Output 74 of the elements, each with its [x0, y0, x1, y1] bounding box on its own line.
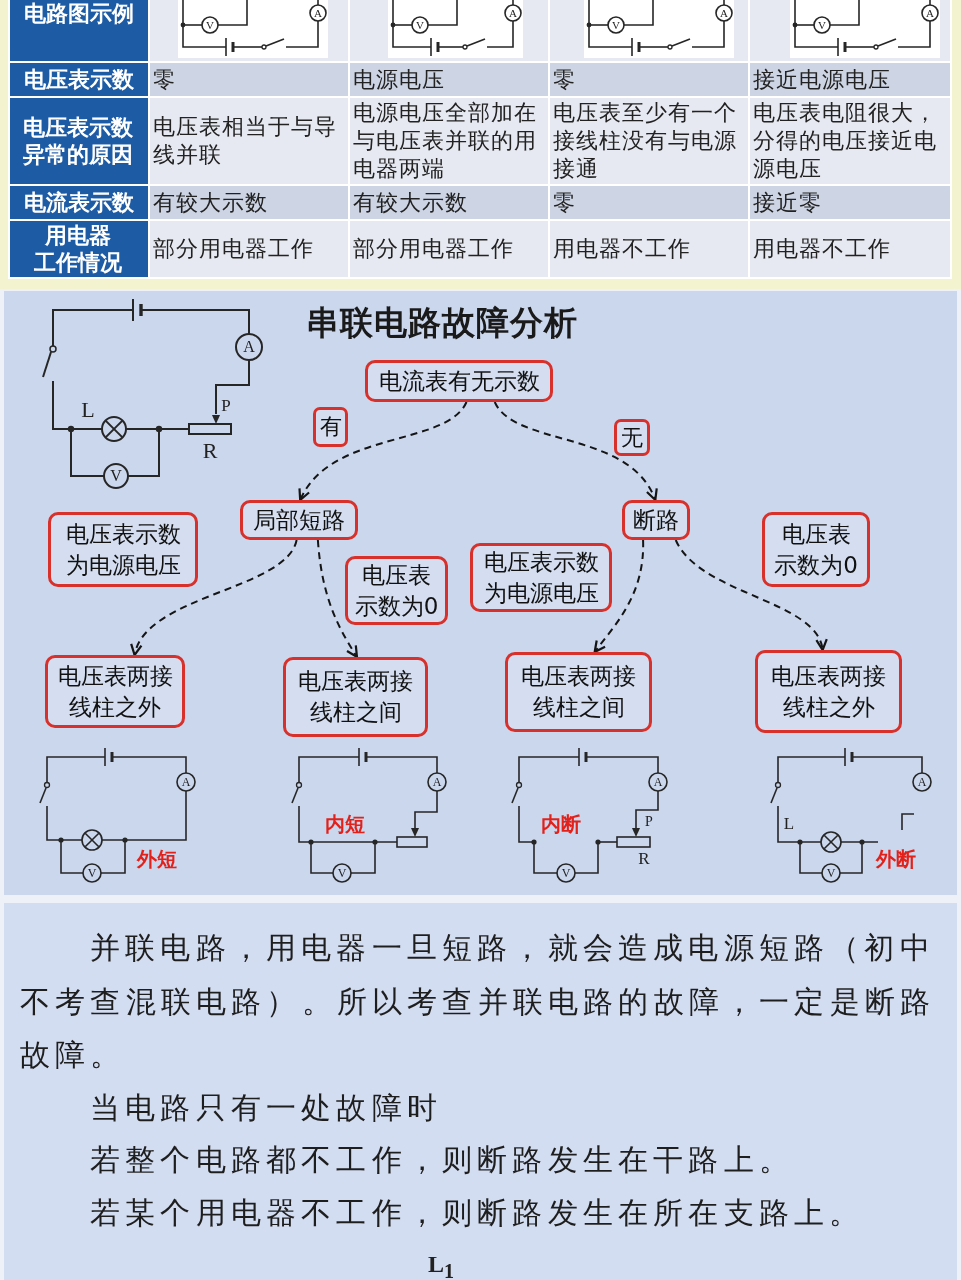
- arrow: [316, 539, 359, 659]
- meter-label: A: [653, 776, 663, 788]
- meter-label: V: [826, 867, 836, 879]
- meter-label: A: [917, 776, 927, 788]
- table-cell: 用电器不工作: [550, 221, 748, 277]
- table-cell: 零: [150, 63, 348, 96]
- component-label: L: [783, 814, 795, 832]
- meter-label: A: [314, 7, 322, 19]
- table-cell: 部分用电器工作: [350, 221, 548, 277]
- meter-label: V: [561, 867, 571, 879]
- meter-label: V: [337, 867, 347, 879]
- table-cell: 电压表电阻很大，分得的电压接近电源电压: [750, 98, 950, 184]
- conclusion-box: 电压表两接线柱之间: [283, 657, 428, 737]
- conclusion-box: 电压表两接线柱之外: [755, 650, 902, 733]
- fault-label: 内断: [541, 814, 581, 834]
- condition-box: 电压表示数为电源电压: [48, 512, 198, 587]
- text-line: 当电路只有一处故障时: [90, 1089, 442, 1127]
- question-box: 电流表有无示数: [365, 360, 553, 402]
- meter-label: V: [87, 867, 97, 879]
- table-cell: 电压表相当于与导线并联: [150, 98, 348, 184]
- meter-label: V: [818, 19, 826, 31]
- table-cell: 接近零: [750, 186, 950, 219]
- edge-label: 有: [313, 407, 348, 447]
- arrow: [132, 539, 298, 657]
- conclusion-box: 电压表两接线柱之外: [45, 655, 185, 728]
- meter-label: V: [612, 19, 620, 31]
- header-cell: 用电器工作情况: [10, 221, 148, 277]
- table-cell: 部分用电器工作: [150, 221, 348, 277]
- meter-label: V: [206, 19, 214, 31]
- header-cell: 电压表示数异常的原因: [10, 98, 148, 184]
- component-label: R: [638, 849, 650, 867]
- fault-label: 外短: [137, 849, 177, 869]
- table-cell: 电源电压全部加在与电压表并联的用电器两端: [350, 98, 548, 184]
- condition-box: 电压表示数为电源电压: [470, 543, 612, 612]
- meter-label: V: [416, 19, 424, 31]
- table-cell: 零: [550, 186, 748, 219]
- arrow: [299, 401, 468, 502]
- paragraph: 并联电路，用电器一旦短路，就会造成电源短路（初中不考查混联电路）。所以考查并联电路的故障，一定是断路故障。: [20, 929, 937, 1074]
- text-line: 若整个电路都不工作，则断路发生在干路上。: [90, 1141, 794, 1179]
- arrow: [593, 539, 645, 654]
- condition-box: 电压表示数为0: [762, 512, 870, 587]
- table-cell: 用电器不工作: [750, 221, 950, 277]
- arrow: [674, 539, 826, 652]
- table-cell: 有较大示数: [150, 186, 348, 219]
- meter-label: A: [432, 776, 442, 788]
- meter-label: A: [181, 776, 191, 788]
- arrow: [493, 401, 657, 502]
- edge-label: 无: [614, 419, 650, 456]
- meter-label: A: [509, 7, 517, 19]
- table-cell: 零: [550, 63, 748, 96]
- header-cell: 电流表示数: [10, 186, 148, 219]
- meter-label: V: [110, 468, 122, 484]
- table-cell: 有较大示数: [350, 186, 548, 219]
- component-label: L$_{1}$: [428, 1252, 454, 1280]
- text-line: 若某个用电器不工作，则断路发生在所在支路上。: [90, 1194, 865, 1232]
- fault-label: 外断: [876, 849, 916, 869]
- component-label: P: [645, 815, 653, 829]
- header-cell: 电压表示数: [10, 63, 148, 96]
- meter-label: A: [926, 7, 934, 19]
- condition-box: 电压表示数为0: [345, 556, 448, 625]
- header-cell: 电路图示例: [10, 0, 148, 61]
- result-box: 断路: [622, 500, 690, 540]
- fault-label: 内短: [325, 814, 365, 834]
- component-label: L: [81, 399, 95, 421]
- meter-label: A: [243, 339, 255, 355]
- meter-label: A: [720, 7, 728, 19]
- heading: 串联电路故障分析: [306, 302, 578, 344]
- component-label: R: [202, 440, 218, 462]
- result-box: 局部短路: [240, 500, 358, 540]
- table-cell: 接近电源电压: [750, 63, 950, 96]
- table-cell: 电源电压: [350, 63, 548, 96]
- conclusion-box: 电压表两接线柱之间: [505, 652, 652, 732]
- component-label: P: [221, 396, 231, 414]
- table-cell: 电压表至少有一个接线柱没有与电源接通: [550, 98, 748, 184]
